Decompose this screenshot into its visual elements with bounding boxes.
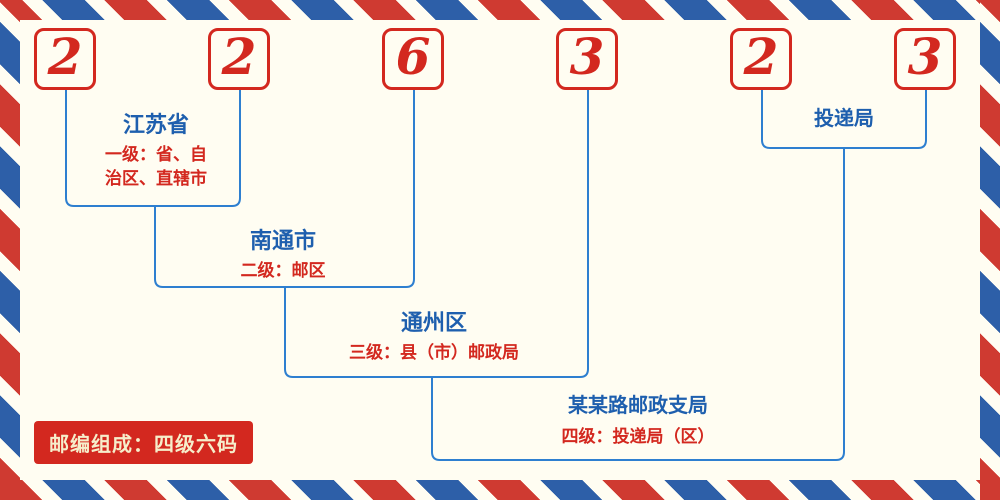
label-district: 通州区 三级：县（市）邮政局 [308,310,560,366]
branch-desc: 四级：投递局（区） [561,427,715,447]
city-desc: 二级：邮区 [240,261,326,282]
label-delivery-office: 投递局 [781,106,907,130]
delivery-office-name: 投递局 [814,106,874,130]
label-branch: 某某路邮政支局 四级：投递局（区） [512,393,764,450]
digit-6: 3 [907,27,943,86]
airmail-border-right [980,0,1000,500]
digit-2: 2 [221,27,257,86]
composition-badge: 邮编组成：四级六码 [34,421,253,464]
province-name: 江苏省 [122,112,189,138]
digit-3: 6 [395,27,431,86]
digit-4: 3 [569,27,605,86]
district-name: 通州区 [400,310,467,336]
airmail-border-bottom [0,480,1000,500]
digit-box-6: 3 [894,28,956,90]
branch-name: 某某路邮政支局 [568,393,708,417]
label-province: 江苏省 一级：省、自 治区、直辖市 [70,112,242,192]
digit-1: 2 [47,27,83,86]
digit-box-3: 6 [382,28,444,90]
province-desc-line1: 一级：省、自 [105,145,207,166]
digit-box-5: 2 [730,28,792,90]
province-desc-line2: 治区、直辖市 [105,169,207,190]
airmail-border-left [0,0,20,500]
digit-box-2: 2 [208,28,270,90]
label-city: 南通市 二级：邮区 [197,228,369,284]
digit-5: 2 [743,27,779,86]
digit-box-1: 2 [34,28,96,90]
digit-box-4: 3 [556,28,618,90]
city-name: 南通市 [249,228,316,254]
airmail-border-top [0,0,1000,20]
district-desc: 三级：县（市）邮政局 [349,343,519,364]
